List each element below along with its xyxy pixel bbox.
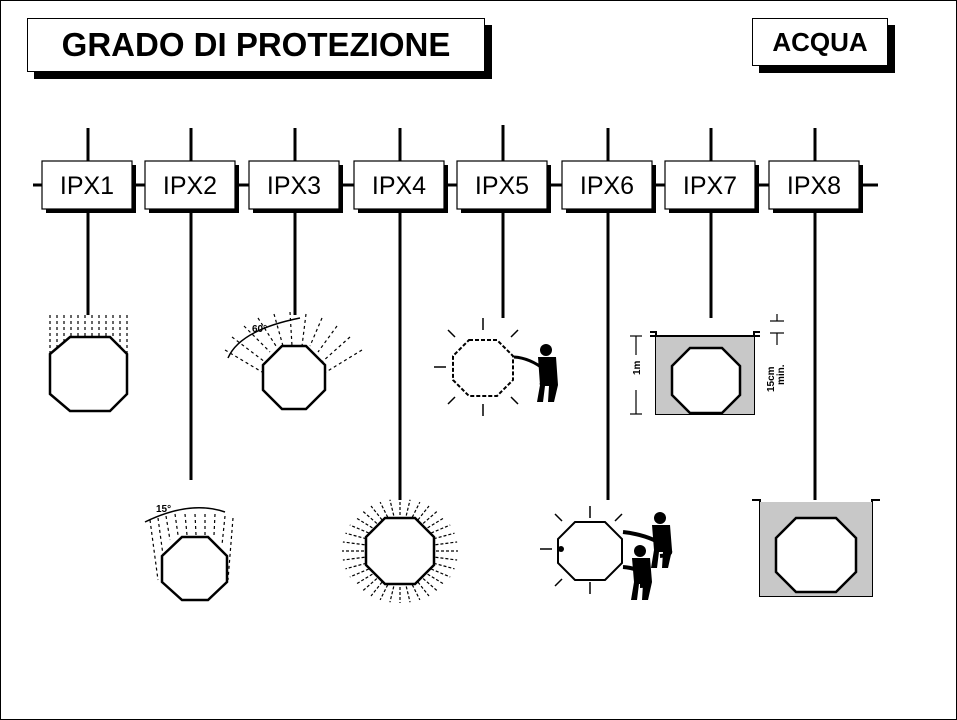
ipx2-angle-label: 15° [156,504,171,515]
splash-ray [430,568,451,578]
powerful-water-jet-icon [540,506,673,600]
splash-ray [389,499,395,516]
splash-ray [433,562,455,570]
splash-ray [422,578,438,592]
splash-ray [433,532,455,540]
page-title: GRADO DI PROTEZIONE [27,18,485,72]
level-label-box-ipx3 [248,160,340,210]
splash-ray [349,568,370,578]
ipx7-depth-label: 1m [632,360,643,375]
splash-all-directions-icon [342,499,458,603]
level-label-ipx1: IPX1 [60,172,114,200]
level-label-box-ipx4 [353,160,445,210]
level-label-ipx6: IPX6 [580,172,634,200]
splash-ray [405,499,411,516]
level-label-box-ipx2 [144,160,236,210]
continuous-immersion-icon [752,499,880,597]
spray-60-degree-icon [224,311,363,411]
splash-ray [362,578,378,592]
splash-ray [370,581,383,597]
temporary-immersion-icon [630,314,784,415]
splash-ray [427,517,445,529]
level-label-ipx7: IPX7 [683,172,737,200]
splash-ray [345,562,367,570]
level-label-box-ipx8 [768,160,860,210]
splash-ray [435,541,458,546]
splash-ray [411,501,421,518]
level-label-ipx5: IPX5 [475,172,529,200]
splash-ray [389,586,395,603]
splash-ray [427,573,445,585]
vertical-drip-icon [48,315,129,413]
level-label-ipx4: IPX4 [372,172,426,200]
splash-ray [417,505,430,521]
splash-ray [417,581,430,597]
ipx7-min-top-label: 15cm [766,366,777,392]
splash-ray [345,532,367,540]
splash-ray [411,584,421,601]
level-label-ipx8: IPX8 [787,172,841,200]
level-label-ipx2: IPX2 [163,172,217,200]
level-label-box-ipx7 [664,160,756,210]
splash-ray [370,505,383,521]
splash-ray [349,524,370,534]
splash-ray [422,510,438,524]
level-label-box-ipx6 [561,160,653,210]
level-label-box-ipx5 [456,160,548,210]
level-label-box-ipx1 [41,160,133,210]
drip-15-degree-icon [144,507,234,602]
ipx7-min-label: min. [776,364,787,385]
splash-ray [342,556,365,561]
water-jet-icon [434,318,558,416]
splash-ray [435,556,458,561]
level-label-ipx3: IPX3 [267,172,321,200]
splash-ray [379,501,389,518]
splash-ray [355,517,373,529]
splash-ray [355,573,373,585]
splash-ray [405,586,411,603]
splash-ray [342,541,365,546]
splash-ray [379,584,389,601]
category-badge: ACQUA [752,18,888,66]
splash-ray [362,510,378,524]
splash-ray [430,524,451,534]
ipx3-angle-label: 60° [252,324,267,335]
